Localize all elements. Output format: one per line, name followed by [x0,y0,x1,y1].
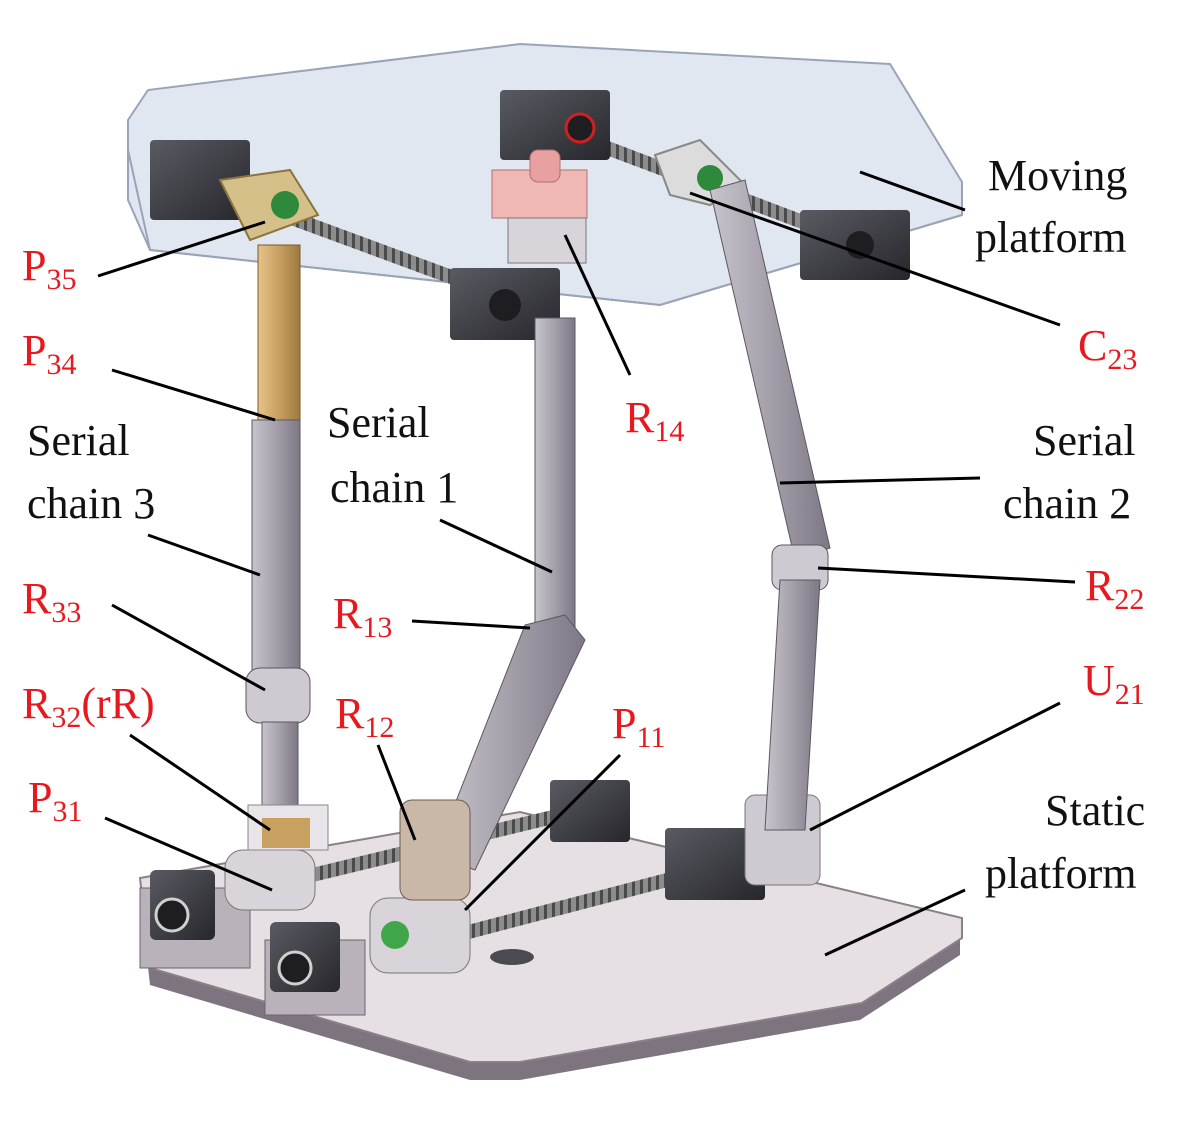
serial-chain-3-label-line1: Serial [27,416,130,465]
leader-serial-chain-3 [147,533,261,577]
joint-label-c23: C23 [1078,321,1137,376]
joint-label-u21: U21 [1083,656,1145,711]
static-platform-label-line2: platform [985,849,1137,898]
leader-r14 [563,234,632,376]
leader-p34 [111,368,276,422]
leader-p31 [104,816,273,892]
joint-label-p34: P34 [22,326,76,381]
joint-labels: P35 P34 R33 R32(rR) P31 R14 R13 R12 P11 … [22,241,1145,828]
serial-chain-2-links [709,179,831,831]
joint-label-r22: R22 [1085,561,1144,616]
serial-chain-1-label-line2: chain 1 [330,463,458,512]
leader-u21 [809,701,1061,832]
serial-chain-3-links [245,244,329,851]
leader-moving-platform [859,170,966,212]
serial-chain-1-links [399,317,586,901]
joint-label-r12: R12 [335,689,394,744]
leader-r22 [817,566,1076,584]
serial-chain-2-label-line2: chain 2 [1003,479,1131,528]
leader-serial-chain-2 [779,476,981,485]
leader-static-platform [824,888,966,957]
leader-c23 [689,191,1061,327]
joint-label-r33: R33 [22,574,81,629]
serial-chain-2-label-line1: Serial [1033,416,1136,465]
leader-p11 [463,753,622,912]
joint-label-p35: P35 [22,241,76,296]
moving-platform-label-line1: Moving [988,151,1127,200]
serial-chain-1-label-line1: Serial [327,398,430,447]
joint-label-r13: R13 [333,589,392,644]
joint-label-r14: R14 [625,393,684,448]
joint-label-p31: P31 [28,773,82,828]
joint-label-r32: R32(rR) [22,679,155,734]
leader-serial-chain-1 [439,518,553,574]
serial-chain-3-label-line2: chain 3 [27,479,155,528]
static-platform-label-line1: Static [1045,786,1145,835]
leader-lines [97,170,1076,957]
moving-platform-label-line2: platform [975,213,1127,262]
joint-label-p11: P11 [612,699,665,754]
description-labels: Moving platform Static platform Serial c… [27,151,1145,898]
leader-r33 [111,603,266,692]
leader-r32 [129,733,271,832]
leader-p35 [97,220,266,278]
leader-r13 [411,619,531,630]
leader-r12 [376,744,417,841]
moving-bearing-blocks [150,90,910,340]
